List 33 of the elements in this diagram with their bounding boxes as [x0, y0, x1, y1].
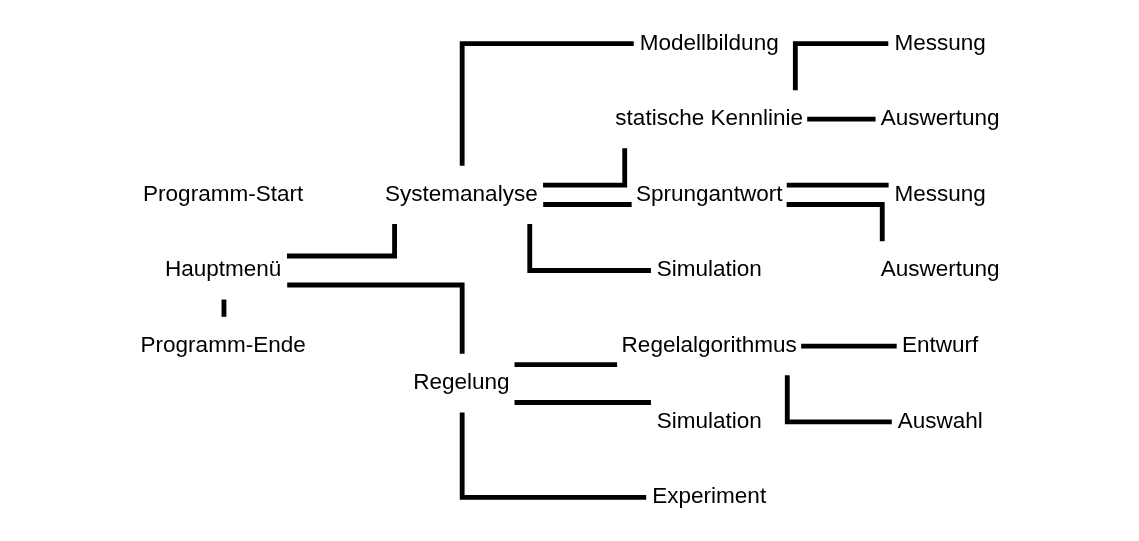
node-text: Hauptmenü: [164, 256, 281, 282]
node-text: Modellbildung: [639, 29, 779, 55]
connector: [786, 182, 889, 188]
node-text: Auswertung: [880, 256, 1000, 282]
connector: [514, 362, 617, 368]
connector: [542, 202, 632, 207]
node-text: Programm-Ende: [140, 332, 306, 358]
connector: [542, 148, 627, 188]
connector: [786, 202, 885, 242]
connector: [784, 375, 892, 425]
connector: [526, 223, 651, 273]
node-text: statische Kennlinie: [614, 105, 803, 131]
connector: [459, 412, 646, 500]
node-text: Regelalgorithmus: [621, 332, 797, 358]
node-text: Auswertung: [880, 105, 1000, 131]
node-text: Sprungantwort: [635, 180, 782, 206]
connector: [800, 343, 897, 349]
connector: [514, 400, 651, 405]
node-text: Messung: [893, 180, 986, 206]
node-text: Systemanalyse: [384, 180, 538, 206]
connector: [792, 41, 888, 91]
connector: [286, 282, 465, 354]
node-text: Experiment: [651, 483, 766, 509]
connector: [459, 41, 634, 166]
connector: [286, 224, 397, 259]
node-text: Simulation: [656, 407, 762, 433]
node-text: Auswahl: [897, 407, 983, 433]
connector: [806, 116, 876, 122]
label: Programm-Start: [142, 180, 303, 206]
node-text: Messung: [893, 29, 986, 55]
node-text: Simulation: [656, 256, 762, 282]
node-text: Regelung: [412, 369, 510, 395]
node-text: Entwurf: [901, 332, 978, 358]
